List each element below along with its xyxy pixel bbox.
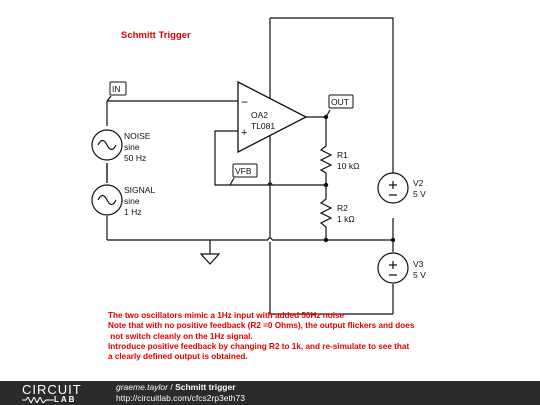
noise-source[interactable]: NOISE sine 50 Hz: [91, 129, 151, 163]
net-label-out-text: OUT: [331, 97, 349, 107]
wire-hop-feedback: [267, 182, 273, 186]
footer-bar: [0, 381, 540, 405]
opamp-symbol[interactable]: − + OA2 TL081: [237, 80, 308, 154]
signal-name: SIGNAL: [124, 185, 155, 195]
opamp-minus-sign: −: [241, 95, 248, 109]
note-line: not switch cleanly on the 1Hz signal.: [108, 331, 253, 341]
r1-name: R1: [337, 150, 348, 160]
r2-name: R2: [337, 203, 348, 213]
note-line: Introduce positive feedback by changing …: [108, 341, 410, 351]
circuitlab-logo-sub: LAB: [54, 395, 77, 404]
credit-block: graeme.taylor / Schmitt trigger http://c…: [116, 382, 245, 404]
resistor-r2[interactable]: R2 1 kΩ: [319, 195, 355, 232]
wire-feedback: [214, 130, 326, 186]
signal-type: sine: [124, 196, 140, 206]
voltage-source-v2[interactable]: V2 5 V: [377, 172, 426, 204]
r1-value: 10 kΩ: [337, 161, 359, 171]
credit-separator: /: [167, 382, 176, 392]
net-label-out[interactable]: OUT: [325, 94, 354, 118]
noise-freq: 50 Hz: [124, 153, 146, 163]
net-label-in[interactable]: IN: [106, 81, 127, 102]
v3-value: 5 V: [413, 270, 426, 280]
note-line: The two oscillators mimic a 1Hz input wi…: [108, 311, 345, 320]
net-label-in-text: IN: [112, 84, 121, 94]
v2-name: V2: [413, 178, 424, 188]
signal-source[interactable]: SIGNAL sine 1 Hz: [91, 184, 155, 217]
signal-freq: 1 Hz: [124, 207, 141, 217]
notes-block: The two oscillators mimic a 1Hz input wi…: [108, 311, 508, 362]
net-label-vfb[interactable]: VFB: [229, 163, 258, 186]
net-label-vfb-text: VFB: [235, 166, 252, 176]
author-link[interactable]: graeme.taylor: [116, 382, 168, 392]
noise-name: NOISE: [124, 131, 151, 141]
project-title[interactable]: Schmitt trigger: [175, 382, 236, 392]
opamp-name: OA2: [251, 110, 268, 120]
wire-output: [306, 116, 327, 142]
opamp-model: TL081: [251, 121, 275, 131]
v3-name: V3: [413, 259, 424, 269]
junction-dot: [323, 237, 329, 243]
wire-top-rail: [270, 17, 394, 173]
r2-value: 1 kΩ: [337, 214, 355, 224]
note-line: a clearly defined output is obtained.: [108, 352, 248, 362]
opamp-plus-sign: +: [241, 127, 247, 139]
v2-value: 5 V: [413, 189, 426, 199]
circuitlab-logo[interactable]: CIRCUIT: [22, 382, 82, 397]
noise-type: sine: [124, 142, 140, 152]
logo-waveform-icon: [22, 397, 54, 403]
project-url[interactable]: http://circuitlab.com/cfcs2rp3eth73: [116, 393, 245, 403]
schematic-diagram[interactable]: − + OA2 TL081 R1 10 kΩ R2 1 kΩ V2 5 V V3…: [0, 0, 540, 380]
voltage-source-v3[interactable]: V3 5 V: [377, 252, 426, 284]
ground-symbol: [199, 253, 221, 265]
schematic-title: Schmitt Trigger: [121, 30, 191, 41]
note-line: Note that with no positive feedback (R2 …: [108, 321, 415, 331]
wire-hop-ground: [267, 237, 273, 241]
junction-dot: [323, 182, 329, 188]
junction-dot: [390, 237, 396, 243]
resistor-r1[interactable]: R1 10 kΩ: [319, 142, 359, 176]
